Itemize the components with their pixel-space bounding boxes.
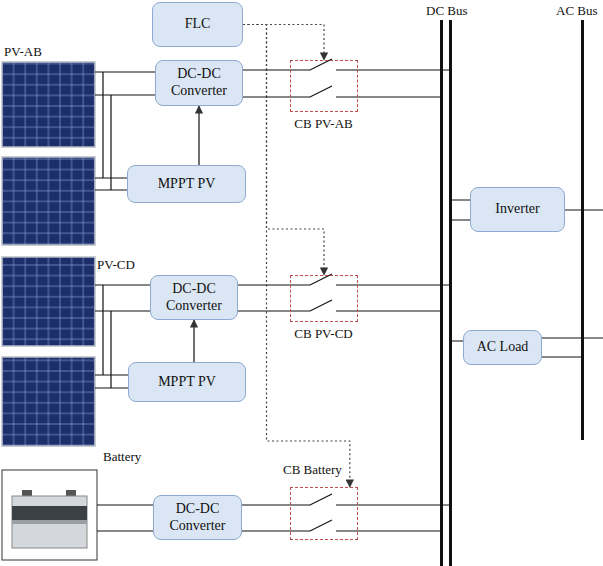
process-box: DC-DC Converter	[150, 275, 238, 320]
pv-panel	[2, 62, 95, 446]
power-wire	[238, 285, 290, 311]
process-box: DC-DC Converter	[153, 495, 242, 540]
box-label: DC-DC Converter	[157, 501, 238, 535]
circuit-breaker: CB Battery	[290, 487, 358, 540]
power-wire	[243, 70, 290, 97]
box-label: MPPT PV	[158, 374, 216, 391]
process-box: Inverter	[470, 187, 565, 232]
box-label: DC-DC Converter	[159, 66, 239, 100]
box-label: AC Load	[477, 339, 529, 356]
part-label: PV-CD	[97, 257, 135, 273]
wire	[95, 72, 155, 531]
breaker-label: CB PV-AB	[294, 116, 352, 132]
control-signal-arrow	[243, 25, 324, 61]
process-box: MPPT PV	[128, 362, 246, 402]
switch-symbol	[290, 59, 451, 531]
circuit-breaker: CB PV-AB	[290, 60, 358, 112]
control-arrow	[193, 320, 194, 362]
control-arrow	[198, 106, 199, 165]
breaker-label: CB Battery	[283, 462, 342, 478]
box-label: FLC	[185, 16, 211, 33]
part-label: Battery	[103, 449, 141, 465]
process-box: FLC	[152, 2, 243, 47]
box-label: DC-DC Converter	[154, 281, 234, 315]
part-label: DC Bus	[426, 3, 468, 19]
box-label: MPPT PV	[158, 176, 216, 193]
process-box: DC-DC Converter	[155, 60, 243, 106]
control-signal-arrow	[243, 25, 350, 488]
box-label: Inverter	[495, 201, 539, 218]
process-box: AC Load	[463, 330, 542, 365]
control-signal-arrow	[243, 25, 324, 276]
battery-symbol	[2, 470, 97, 560]
power-wire	[242, 505, 290, 531]
bus-bar	[440, 20, 584, 566]
part-label: PV-AB	[4, 44, 42, 60]
part-label: AC Bus	[556, 3, 598, 19]
breaker-label: CB PV-CD	[294, 326, 352, 342]
process-box: MPPT PV	[127, 165, 246, 203]
circuit-breaker: CB PV-CD	[290, 275, 358, 322]
